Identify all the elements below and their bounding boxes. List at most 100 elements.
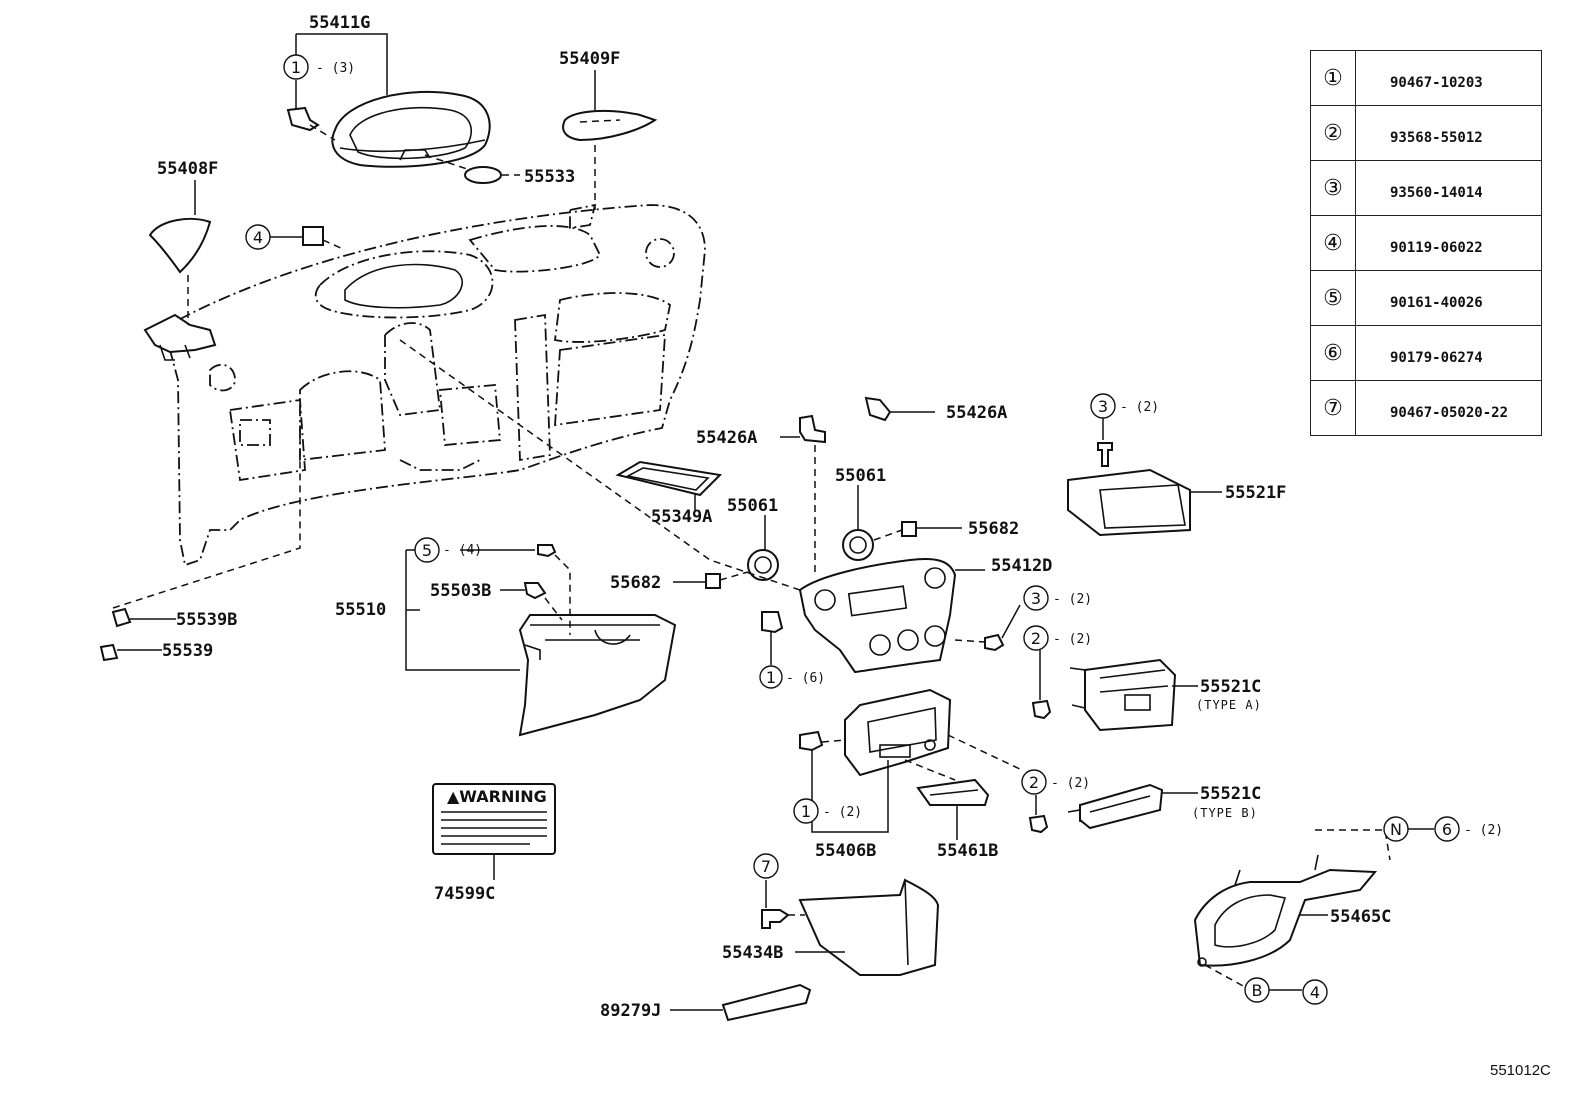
screw-3-mid — [984, 633, 1005, 652]
pocket-55521f — [1067, 468, 1191, 537]
heater-control-55412d — [798, 557, 957, 674]
legend-row: ⑦ 90467-05020-22 — [1310, 380, 1542, 436]
legend-row: ③ 93560-14014 — [1310, 160, 1542, 216]
callout-2-b: 2 - (2) — [1021, 769, 1090, 795]
legend-part-number: 93560-14014 — [1355, 160, 1542, 216]
label-55521f: 55521F — [1225, 483, 1286, 503]
legend-part-number: 90161-40026 — [1355, 270, 1542, 326]
label-74599c: 74599C — [434, 884, 495, 904]
trim-89279j — [721, 983, 812, 1022]
grommet-55533 — [464, 166, 502, 184]
warning-title: ▲WARNING — [447, 787, 547, 806]
callout-5: 5 - (4) — [414, 537, 482, 563]
warning-label-74599c: ▲WARNING — [432, 783, 556, 855]
legend-row: ① 90467-10203 — [1310, 50, 1542, 106]
label-89279j: 89279J — [600, 1001, 661, 1021]
legend-key: ② — [1310, 105, 1356, 161]
legend-part-number: 90119-06022 — [1355, 215, 1542, 271]
knob-55061-right — [842, 529, 874, 561]
label-55406b: 55406B — [815, 841, 876, 861]
svg-text:- (2): - (2) — [1053, 592, 1092, 607]
svg-text:- (6): - (6) — [786, 671, 825, 686]
legend-part-number: 90467-05020-22 — [1355, 380, 1542, 436]
cover-55434b — [798, 878, 940, 976]
diagram-code: 551012C — [1490, 1062, 1551, 1079]
label-55539: 55539 — [162, 641, 213, 661]
legend-key: ⑤ — [1310, 270, 1356, 326]
label-55426a-right: 55426A — [946, 403, 1007, 423]
label-55521c-a: 55521C — [1200, 677, 1261, 697]
svg-text:5: 5 — [422, 541, 432, 560]
svg-text:- (4): - (4) — [443, 543, 482, 558]
svg-text:- (2): - (2) — [1053, 632, 1092, 647]
callout-1-bottom: 1 - (2) — [793, 798, 862, 824]
svg-text:3: 3 — [1098, 397, 1108, 416]
label-55061-right: 55061 — [835, 466, 886, 486]
clip-4-upper — [302, 226, 324, 246]
clip-1-bottom — [799, 730, 824, 752]
label-55409f: 55409F — [559, 49, 620, 69]
svg-text:- (2): - (2) — [1051, 776, 1090, 791]
callout-4-left: 4 — [245, 224, 271, 250]
callout-1-mid: 1 - (6) — [759, 665, 825, 689]
bezel-55406b — [844, 688, 952, 777]
screw-2-b — [1028, 814, 1049, 834]
screw-3-top — [1097, 442, 1113, 467]
svg-text:- (3): - (3) — [316, 61, 355, 76]
callout-n: N — [1383, 816, 1409, 842]
svg-text:6: 6 — [1442, 820, 1452, 839]
label-55408f: 55408F — [157, 159, 218, 179]
callout-b: B — [1244, 977, 1270, 1003]
callout-7: 7 — [753, 853, 779, 879]
callout-1-top: 1 - (3) — [283, 54, 355, 80]
bracket-55426a-right — [864, 396, 892, 422]
glove-box-55510 — [518, 614, 677, 737]
label-55521c-b: 55521C — [1200, 784, 1261, 804]
svg-text:B: B — [1252, 981, 1263, 1000]
svg-text:- (2): - (2) — [823, 805, 862, 820]
legend-part-number: 93568-55012 — [1355, 105, 1542, 161]
knob-cap-55682-left — [705, 573, 721, 589]
knob-55061-left — [747, 549, 779, 581]
label-55682-left: 55682 — [610, 573, 661, 593]
cover-55408f — [148, 217, 212, 274]
label-55349a: 55349A — [651, 507, 712, 527]
svg-text:1: 1 — [766, 668, 776, 687]
clip-1-mid — [761, 611, 784, 634]
svg-text:3: 3 — [1031, 589, 1041, 608]
screw-5 — [537, 544, 557, 558]
legend-key: ⑥ — [1310, 325, 1356, 381]
svg-text:7: 7 — [761, 857, 771, 876]
legend-key: ① — [1310, 50, 1356, 106]
label-55521c-a-type: (TYPE A) — [1196, 698, 1262, 712]
label-55521c-b-type: (TYPE B) — [1192, 806, 1258, 820]
callout-2-a: 2 - (2) — [1023, 625, 1092, 651]
label-55411g: 55411G — [309, 13, 370, 33]
legend-row: ② 93568-55012 — [1310, 105, 1542, 161]
label-55461b: 55461B — [937, 841, 998, 861]
instrument-panel — [143, 203, 706, 567]
label-55503b: 55503B — [430, 581, 491, 601]
label-55434b: 55434B — [722, 943, 783, 963]
legend-key: ⑦ — [1310, 380, 1356, 436]
svg-text:2: 2 — [1029, 773, 1039, 792]
svg-text:1: 1 — [801, 802, 811, 821]
callout-3-top: 3 - (2) — [1090, 393, 1159, 419]
callout-6: 6 - (2) — [1434, 816, 1503, 842]
legend-row: ④ 90119-06022 — [1310, 215, 1542, 271]
svg-text:4: 4 — [253, 228, 263, 247]
box-55521c-type-b — [1067, 783, 1164, 830]
knob-cap-55682-right — [901, 521, 917, 537]
label-55061-left: 55061 — [727, 496, 778, 516]
svg-text:- (2): - (2) — [1464, 823, 1503, 838]
bracket-55426a-left — [799, 414, 826, 444]
label-55426a-left: 55426A — [696, 428, 757, 448]
lid-55409f — [562, 109, 658, 142]
svg-text:2: 2 — [1031, 629, 1041, 648]
label-55510: 55510 — [335, 600, 386, 620]
label-55533: 55533 — [524, 167, 575, 187]
callout-4-bottom: 4 — [1302, 979, 1328, 1005]
label-55539b: 55539B — [176, 610, 237, 630]
svg-text:4: 4 — [1310, 983, 1320, 1002]
